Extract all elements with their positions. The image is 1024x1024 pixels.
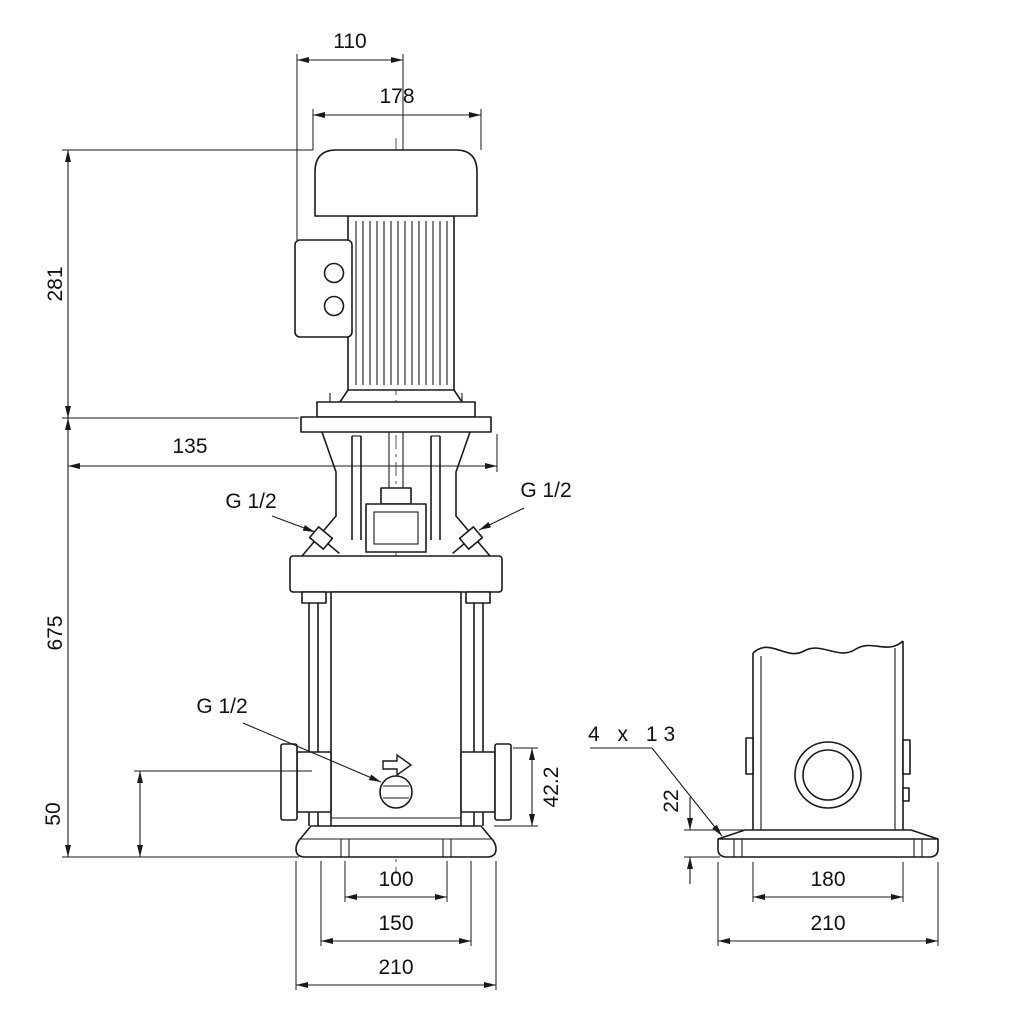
- dim-210-side: 210: [717, 862, 939, 946]
- dim-135: 135: [68, 434, 498, 472]
- motor-cap: [314, 149, 478, 217]
- front-view: 110 178 281 135 675 G 1/2: [42, 30, 572, 990]
- side-view: 4 x 13 22 180 210: [588, 640, 939, 946]
- dim-110-label: 110: [333, 30, 366, 53]
- side-flange-tab: [902, 739, 911, 775]
- priming-plug-right: [452, 526, 484, 555]
- cable-entry-hole: [323, 295, 345, 317]
- side-boss: [902, 787, 910, 802]
- label-g12-drain: G 1/2: [196, 695, 382, 783]
- dim-150-label: 150: [378, 912, 413, 935]
- dim-4x13-label: 4 x 13: [588, 723, 681, 746]
- label-g12-left: G 1/2: [225, 490, 316, 533]
- g12-left-label: G 1/2: [225, 490, 276, 513]
- dim-178: 178: [312, 85, 482, 150]
- flow-direction-arrow-icon: [382, 753, 413, 777]
- dim-675-label: 675: [44, 615, 67, 650]
- label-g12-right: G 1/2: [478, 479, 572, 531]
- dim-180-label: 180: [810, 868, 845, 891]
- dim-42-2: 42.2: [494, 747, 563, 827]
- dim-135-label: 135: [172, 435, 207, 458]
- shaft-seal: [380, 487, 412, 505]
- g12-drain-label: G 1/2: [196, 695, 247, 718]
- dim-210-front: 210: [295, 861, 497, 990]
- cable-entry-hole: [323, 262, 345, 284]
- side-base: [717, 829, 939, 858]
- dim-4x13: 4 x 13: [588, 723, 723, 837]
- dim-675: 675: [44, 418, 299, 858]
- terminal-box: [294, 239, 353, 338]
- side-sleeve: [745, 640, 911, 830]
- staybolt-nut: [301, 591, 327, 604]
- dim-210-front-label: 210: [378, 956, 413, 979]
- coupling-guard: [351, 435, 441, 540]
- dim-281: 281: [44, 149, 313, 419]
- dim-22: 22: [660, 789, 748, 884]
- dim-281-label: 281: [44, 266, 67, 301]
- base: [295, 825, 497, 858]
- side-flange-tab: [745, 737, 754, 775]
- motor-flange: [300, 389, 492, 433]
- coupling: [365, 503, 427, 553]
- break-line: [752, 640, 904, 655]
- motor-fins: [347, 215, 455, 391]
- discharge-port: [460, 743, 512, 821]
- g12-right-label: G 1/2: [520, 479, 571, 502]
- pump-head: [289, 431, 503, 593]
- dim-50: 50: [42, 770, 312, 857]
- dim-210-side-label: 210: [810, 912, 845, 935]
- dim-110: 110: [296, 30, 404, 240]
- coupling-inner: [373, 511, 419, 545]
- dim-50-label: 50: [42, 802, 65, 825]
- dim-42-2-label: 42.2: [540, 767, 563, 808]
- dim-22-label: 22: [660, 789, 683, 812]
- side-port-circle: [794, 741, 862, 809]
- dim-100-label: 100: [378, 868, 413, 891]
- dim-178-label: 178: [379, 85, 414, 108]
- dim-150: 150: [320, 861, 472, 946]
- suction-port: [280, 743, 332, 821]
- staybolt-nut: [465, 591, 491, 604]
- dim-180: 180: [752, 862, 904, 902]
- drain-plug-circle: [379, 775, 413, 809]
- pump-head-flange: [289, 555, 503, 593]
- dim-100: 100: [344, 861, 448, 902]
